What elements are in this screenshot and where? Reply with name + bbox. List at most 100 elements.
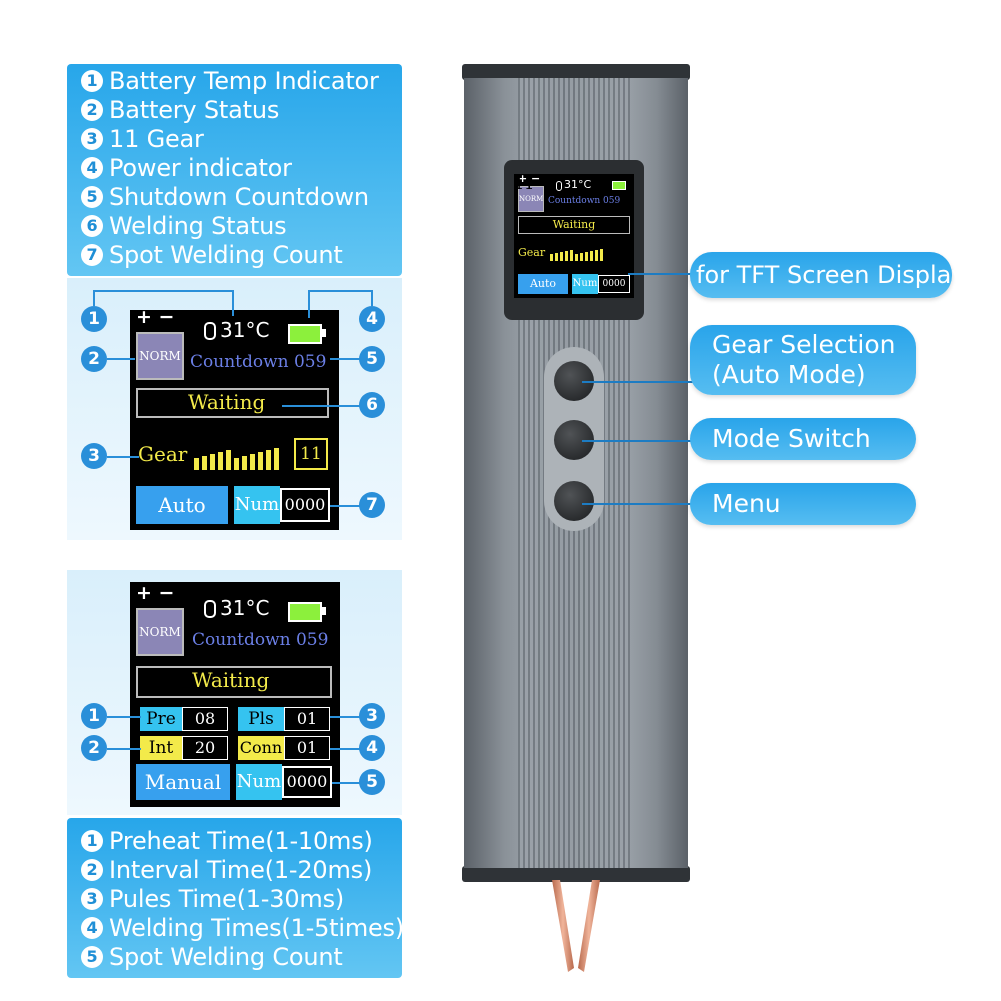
number-badge: 3 bbox=[81, 128, 103, 150]
leader-line bbox=[330, 505, 360, 507]
gear-bars bbox=[194, 448, 279, 470]
legend-item: 2 Battery Status bbox=[81, 96, 279, 124]
norm-badge: NORM bbox=[136, 332, 184, 380]
thermometer-icon bbox=[204, 600, 216, 618]
countdown: Countdown 059 bbox=[192, 630, 329, 650]
leader-line bbox=[582, 440, 698, 442]
number-badge: 4 bbox=[81, 917, 103, 939]
leader-line bbox=[107, 456, 139, 458]
battery-signs: + − bbox=[136, 306, 175, 328]
int-label: Int bbox=[140, 736, 182, 760]
legend-label: Welding Status bbox=[109, 212, 287, 240]
num-label: Num bbox=[236, 764, 282, 800]
auto-screen: + − NORM 31°C Countdown 059 Waiting Gear… bbox=[130, 306, 339, 530]
conn-value: 01 bbox=[284, 736, 330, 760]
num-value: 0000 bbox=[282, 766, 332, 798]
callout-1: 1 bbox=[81, 306, 107, 332]
callout-3: 3 bbox=[81, 443, 107, 469]
norm-badge: NORM bbox=[518, 186, 544, 212]
countdown: Countdown 059 bbox=[548, 196, 621, 206]
leader-line bbox=[582, 503, 698, 505]
legend-label: 11 Gear bbox=[109, 125, 204, 153]
callout-6: 6 bbox=[359, 392, 385, 418]
number-badge: 6 bbox=[81, 215, 103, 237]
number-badge: 5 bbox=[81, 946, 103, 968]
manual-screen: + − NORM 31°C Countdown 059 Waiting Pre … bbox=[130, 582, 340, 807]
battery-tip bbox=[322, 607, 326, 615]
bottom-cap bbox=[462, 866, 690, 882]
battery-tip bbox=[322, 329, 326, 337]
leader-line bbox=[332, 782, 360, 784]
callout-4: 4 bbox=[359, 306, 385, 332]
pre-value: 08 bbox=[182, 707, 228, 731]
number-badge: 5 bbox=[81, 186, 103, 208]
mode-box: Manual bbox=[136, 764, 230, 800]
norm-badge: NORM bbox=[136, 608, 184, 656]
legend-item: 6 Welding Status bbox=[81, 212, 287, 240]
leader-line bbox=[371, 290, 373, 306]
battery-icon bbox=[612, 181, 626, 190]
callout-2: 2 bbox=[81, 346, 107, 372]
menu-button[interactable] bbox=[554, 481, 594, 521]
legend-item: 5 Shutdown Countdown bbox=[81, 183, 369, 211]
status-text: Waiting bbox=[188, 390, 266, 414]
int-value: 20 bbox=[182, 736, 228, 760]
spot-welder-device: + − NORM 31°C Countdown 059 Waiting Gear… bbox=[462, 64, 690, 882]
legend-label: Battery Temp Indicator bbox=[109, 67, 379, 95]
legend-label: Interval Time(1-20ms) bbox=[109, 856, 373, 884]
legend-label: Spot Welding Count bbox=[109, 241, 343, 269]
num-value: 0000 bbox=[280, 488, 330, 522]
num-label: Num bbox=[234, 486, 280, 524]
gear-label: Gear bbox=[138, 442, 188, 466]
number-badge: 4 bbox=[81, 157, 103, 179]
mode-box: Auto bbox=[518, 274, 568, 294]
leader-line bbox=[330, 748, 360, 750]
pls-label: Pls bbox=[238, 707, 284, 731]
gear-selection-line1: Gear Selection bbox=[712, 330, 896, 359]
leader-line bbox=[330, 358, 360, 360]
status-box: Waiting bbox=[518, 216, 630, 234]
mode-switch-label: Mode Switch bbox=[690, 418, 916, 460]
gear-selection-label: Gear Selection(Auto Mode) bbox=[690, 325, 916, 395]
top-cap bbox=[462, 64, 690, 80]
conn-label: Conn bbox=[238, 736, 284, 760]
callout-2: 2 bbox=[81, 735, 107, 761]
leader-line bbox=[93, 290, 95, 306]
temperature: 31°C bbox=[220, 318, 270, 342]
thermometer-icon bbox=[556, 181, 562, 191]
callout-4: 4 bbox=[359, 735, 385, 761]
num-label: Num bbox=[572, 274, 598, 294]
leader-line bbox=[308, 290, 310, 318]
leader-line bbox=[93, 290, 233, 292]
leader-line bbox=[107, 358, 135, 360]
leader-line bbox=[308, 290, 372, 292]
welding-probes bbox=[552, 880, 600, 972]
number-badge: 3 bbox=[81, 888, 103, 910]
legend-label: Shutdown Countdown bbox=[109, 183, 369, 211]
number-badge: 2 bbox=[81, 99, 103, 121]
legend-label: Battery Status bbox=[109, 96, 280, 124]
leader-line bbox=[330, 716, 360, 718]
thermometer-icon bbox=[204, 322, 216, 340]
gear-label: Gear bbox=[518, 246, 546, 259]
legend-label: Pules Time(1-30ms) bbox=[109, 885, 345, 913]
num-value: 0000 bbox=[598, 275, 630, 293]
battery-icon bbox=[288, 602, 322, 622]
callout-5: 5 bbox=[359, 346, 385, 372]
callout-7: 7 bbox=[359, 492, 385, 518]
legend-label: Power indicator bbox=[109, 154, 292, 182]
leader-line bbox=[628, 273, 698, 275]
tft-label-text: for TFT Screen Display bbox=[696, 261, 966, 289]
gear-value: 11 bbox=[514, 174, 535, 193]
number-badge: 1 bbox=[81, 70, 103, 92]
menu-text: Menu bbox=[712, 489, 781, 518]
gear-selection-line2: (Auto Mode) bbox=[712, 360, 866, 389]
callout-5: 5 bbox=[359, 769, 385, 795]
status-box bbox=[136, 666, 332, 698]
pre-label: Pre bbox=[140, 707, 182, 731]
number-badge: 7 bbox=[81, 244, 103, 266]
battery-signs: + − bbox=[136, 582, 175, 604]
